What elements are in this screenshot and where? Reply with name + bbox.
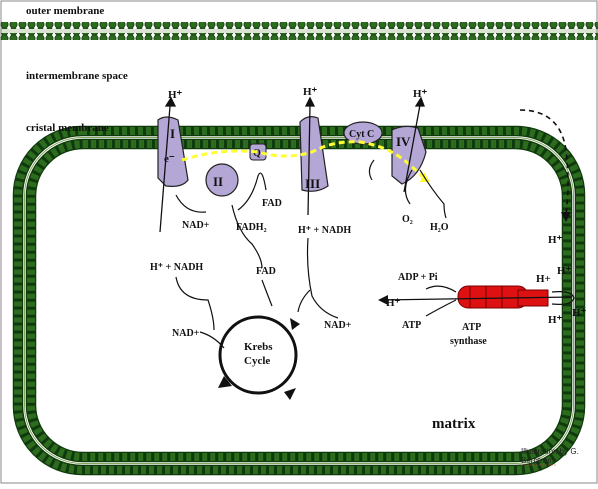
proton-label-right-5: H⁺ bbox=[572, 307, 587, 319]
proton-label-right-2: H+ bbox=[536, 273, 551, 285]
electron-label: e⁻ bbox=[164, 153, 175, 165]
proton-pump-arrows bbox=[159, 96, 425, 233]
proton-label-synthase: H⁺ bbox=[386, 297, 401, 309]
o2-label: O₂ bbox=[402, 214, 413, 225]
matrix-label: matrix bbox=[432, 416, 476, 432]
h2o-label: H₂O bbox=[430, 222, 449, 233]
atp-synthase-label-2: synthase bbox=[450, 336, 487, 347]
cristal-membrane-label: cristal membrane bbox=[26, 122, 109, 134]
fad-label-top: FAD bbox=[262, 198, 282, 209]
proton-label-right-3: H⁺ bbox=[557, 265, 572, 277]
nad-label-left: NAD+ bbox=[172, 328, 200, 339]
reaction-curves bbox=[175, 159, 447, 349]
proton-label-right-1: H⁺ bbox=[548, 234, 563, 246]
atp-synthase-label-1: ATP bbox=[462, 322, 481, 333]
cytc-label: Cyt C bbox=[349, 129, 374, 140]
fad-label-bottom: FAD bbox=[256, 266, 276, 277]
credit-line-2: Bergtrom bbox=[521, 456, 554, 465]
krebs-cycle: Krebs Cycle bbox=[218, 315, 300, 400]
complex-I-label: I bbox=[170, 126, 175, 141]
cristal-membrane bbox=[12, 125, 586, 476]
proton-return-path bbox=[519, 109, 569, 215]
krebs-label-1: Krebs bbox=[244, 341, 273, 353]
complex-II-label: II bbox=[213, 174, 223, 189]
credit-line-1: Illustration by G. bbox=[521, 447, 579, 456]
krebs-label-2: Cycle bbox=[244, 355, 270, 367]
atp-synthase bbox=[378, 285, 575, 317]
ubiquinone-Q: Q bbox=[249, 143, 267, 161]
intermembrane-space-label: intermembrane space bbox=[26, 70, 128, 82]
nad-label-1: NAD+ bbox=[182, 220, 210, 231]
fadh2-label: FADH₂ bbox=[236, 222, 267, 233]
nadh-label-left: H⁺ + NADH bbox=[150, 262, 203, 273]
proton-label-complex-I: H⁺ bbox=[168, 89, 183, 101]
complex-II: II bbox=[205, 163, 239, 197]
proton-return-arrowhead bbox=[561, 212, 571, 222]
proton-label-right-4: H⁺ bbox=[548, 314, 563, 326]
proton-label-complex-III: H⁺ bbox=[303, 86, 318, 98]
complex-IV-label: IV bbox=[396, 134, 411, 149]
atp-label: ATP bbox=[402, 320, 421, 331]
complex-III-label: III bbox=[305, 176, 320, 191]
q-label: Q bbox=[253, 148, 261, 159]
proton-label-complex-IV: H⁺ bbox=[413, 88, 428, 100]
nad-label-right: NAD+ bbox=[324, 320, 352, 331]
electron-path bbox=[181, 140, 426, 180]
nadh-label-mid: H⁺ + NADH bbox=[298, 225, 351, 236]
adp-pi-label: ADP + Pi bbox=[398, 272, 438, 283]
outer-membrane-label: outer membrane bbox=[26, 5, 104, 17]
complex-IV: IV bbox=[391, 125, 427, 185]
outer-membrane bbox=[0, 22, 598, 40]
